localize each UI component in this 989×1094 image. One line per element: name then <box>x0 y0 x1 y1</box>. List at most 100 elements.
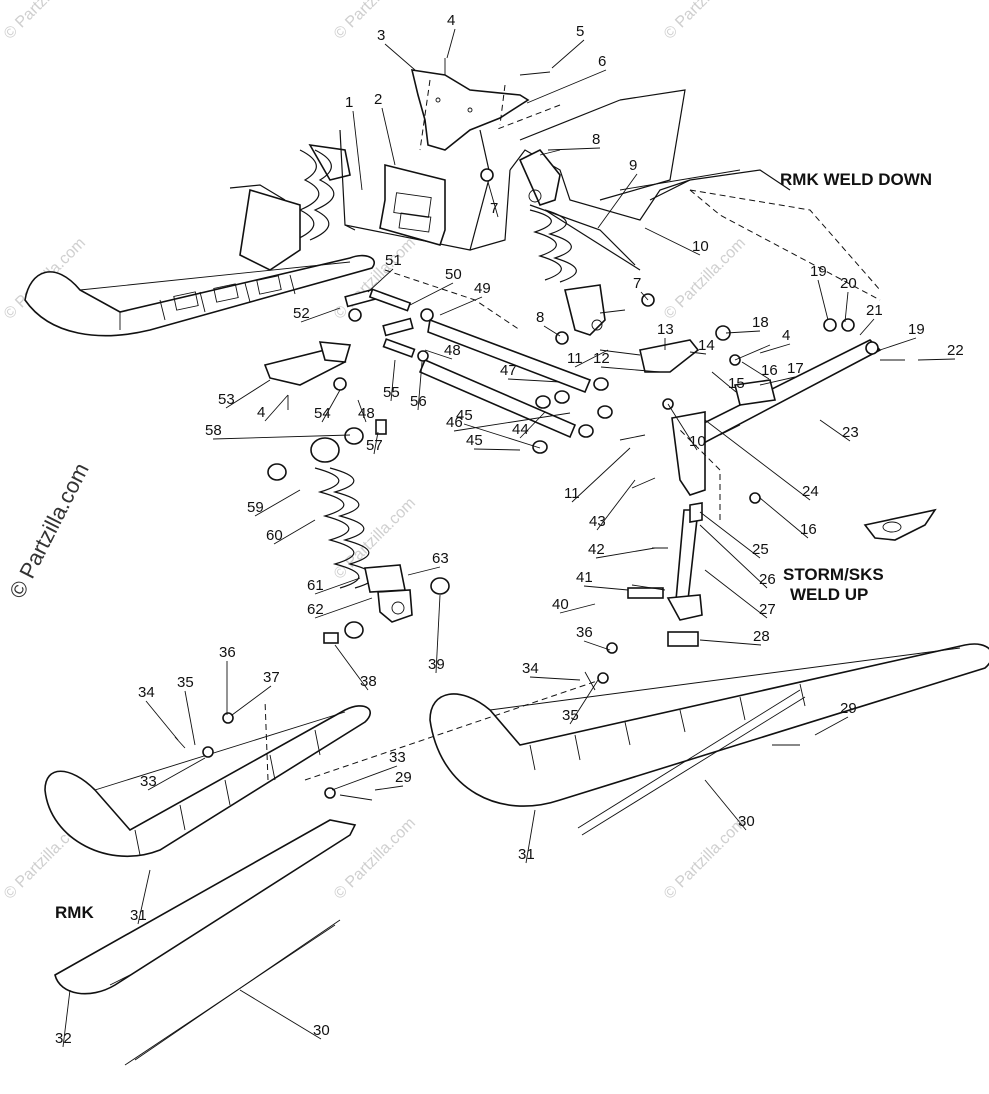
callout-15: 15 <box>728 375 745 392</box>
leader-line <box>583 585 629 591</box>
callout-59: 59 <box>247 499 264 516</box>
leader-line <box>741 361 770 380</box>
callout-24: 24 <box>802 483 819 500</box>
control-arms-drawing <box>418 209 641 439</box>
leader-line <box>817 279 829 321</box>
leader-line <box>704 569 768 619</box>
leader-line <box>543 325 561 337</box>
leader-line <box>62 989 71 1048</box>
callout-8: 8 <box>536 309 544 326</box>
storm-sks-note-line1: STORM/SKS <box>783 565 884 584</box>
front-right-ski-drawing <box>429 643 989 836</box>
callout-43: 43 <box>589 513 606 530</box>
leader-line <box>526 69 607 104</box>
callout-35: 35 <box>177 674 194 691</box>
callout-49: 49 <box>474 280 491 297</box>
callout-26: 26 <box>759 571 776 588</box>
callout-60: 60 <box>266 527 283 544</box>
callout-23: 23 <box>842 424 859 441</box>
callout-6: 6 <box>598 53 606 70</box>
leader-line <box>559 603 596 614</box>
callout-30: 30 <box>738 813 755 830</box>
callout-29: 29 <box>840 700 857 717</box>
callout-62: 62 <box>307 601 324 618</box>
callout-3: 3 <box>377 27 385 44</box>
leader-line <box>374 785 404 791</box>
leader-line <box>859 318 875 336</box>
callout-48: 48 <box>358 405 375 422</box>
callout-32: 32 <box>55 1030 72 1047</box>
leader-line <box>381 107 396 166</box>
leader-line <box>704 779 747 831</box>
callout-13: 13 <box>657 321 674 338</box>
callout-51: 51 <box>385 252 402 269</box>
callout-10: 10 <box>692 238 709 255</box>
callout-58: 58 <box>205 422 222 439</box>
callout-42: 42 <box>588 541 605 558</box>
callout-31: 31 <box>518 846 535 863</box>
leader-line <box>314 597 373 619</box>
leader-line <box>453 412 571 432</box>
rmk-ski-drawing <box>44 705 371 1066</box>
callout-56: 56 <box>410 393 427 410</box>
bracket-3-drawing <box>410 69 530 151</box>
callout-47: 47 <box>500 362 517 379</box>
leader-line <box>463 423 541 449</box>
callout-50: 50 <box>445 266 462 283</box>
leader-line <box>879 337 917 351</box>
leader-line <box>407 566 441 576</box>
bracket-13-drawing <box>639 339 700 373</box>
leader-line <box>446 28 456 59</box>
callout-9: 9 <box>629 157 637 174</box>
leader-line <box>644 227 701 256</box>
leader-line <box>184 690 196 746</box>
callout-52: 52 <box>293 305 310 322</box>
callout-7: 7 <box>633 275 641 292</box>
leader-line <box>409 282 454 306</box>
leader-line <box>569 679 599 725</box>
leader-line <box>597 173 638 229</box>
callout-45: 45 <box>456 407 473 424</box>
callout-46: 46 <box>446 414 463 431</box>
bracket-17-drawing <box>734 379 776 406</box>
callout-14: 14 <box>698 337 715 354</box>
callout-36: 36 <box>219 644 236 661</box>
leader-line <box>273 519 316 545</box>
callout-40: 40 <box>552 596 569 613</box>
callout-19: 19 <box>810 263 827 280</box>
leader-line <box>529 676 581 681</box>
leader-line <box>331 765 398 791</box>
leader-line <box>699 639 762 646</box>
callout-33: 33 <box>389 749 406 766</box>
leader-line <box>519 411 546 439</box>
leader-line <box>424 349 453 360</box>
leader-line <box>711 371 737 393</box>
callout-57: 57 <box>366 437 383 454</box>
leader-line <box>667 403 698 451</box>
callout-2: 2 <box>374 91 382 108</box>
callout-34: 34 <box>522 660 539 677</box>
hardware-drawing <box>174 58 905 801</box>
leader-line <box>759 343 791 354</box>
watermark-tile: © Partzilla.com <box>1 0 89 43</box>
leader-line <box>844 291 849 323</box>
callout-4: 4 <box>447 12 455 29</box>
leader-line <box>417 361 423 411</box>
rear-left-shock-drawing <box>229 143 351 271</box>
leader-line <box>551 39 585 69</box>
line-art <box>24 28 989 1066</box>
leader-line <box>145 700 179 741</box>
leader-line <box>384 43 416 71</box>
callout-18: 18 <box>752 314 769 331</box>
leader-line <box>699 511 761 559</box>
callout-37: 37 <box>263 669 280 686</box>
callout-22: 22 <box>947 342 964 359</box>
leader-line <box>473 448 521 451</box>
callout-63: 63 <box>432 550 449 567</box>
leader-line <box>699 524 768 589</box>
leader-line <box>225 379 271 409</box>
callout-11: 11 <box>564 485 580 502</box>
leader-line <box>596 479 636 531</box>
